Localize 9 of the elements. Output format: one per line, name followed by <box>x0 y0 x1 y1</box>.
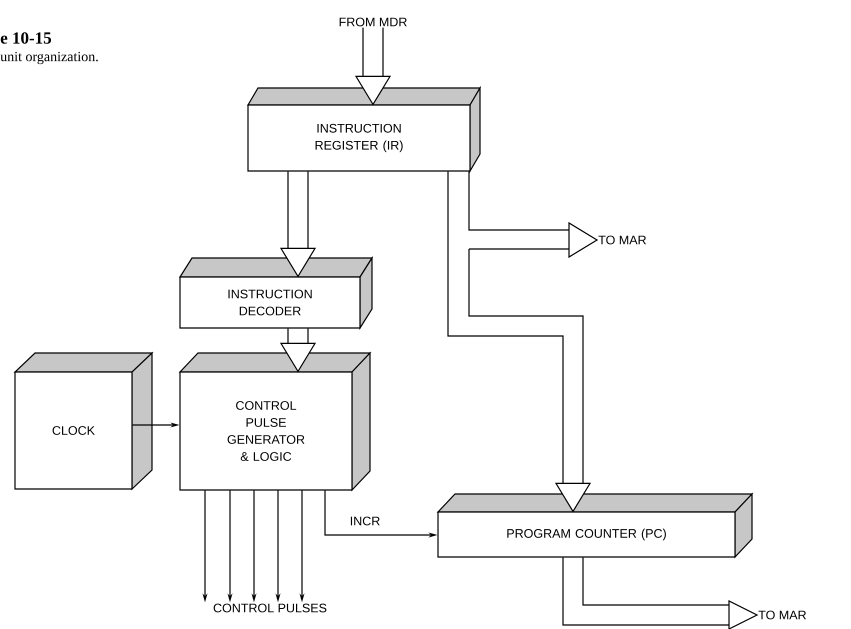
bus-arrow <box>468 171 598 258</box>
edge-label: INCR <box>350 516 380 526</box>
caption-text: e 10-15 <box>0 32 52 44</box>
destination-label: TO MAR <box>598 236 646 244</box>
source-label: FROM MDR <box>340 18 407 26</box>
bus-arrow <box>562 557 758 629</box>
destination-label: TO MAR <box>758 610 806 620</box>
output-label: CONTROL PULSES <box>214 604 326 612</box>
caption-text: unit organization. <box>0 52 98 64</box>
